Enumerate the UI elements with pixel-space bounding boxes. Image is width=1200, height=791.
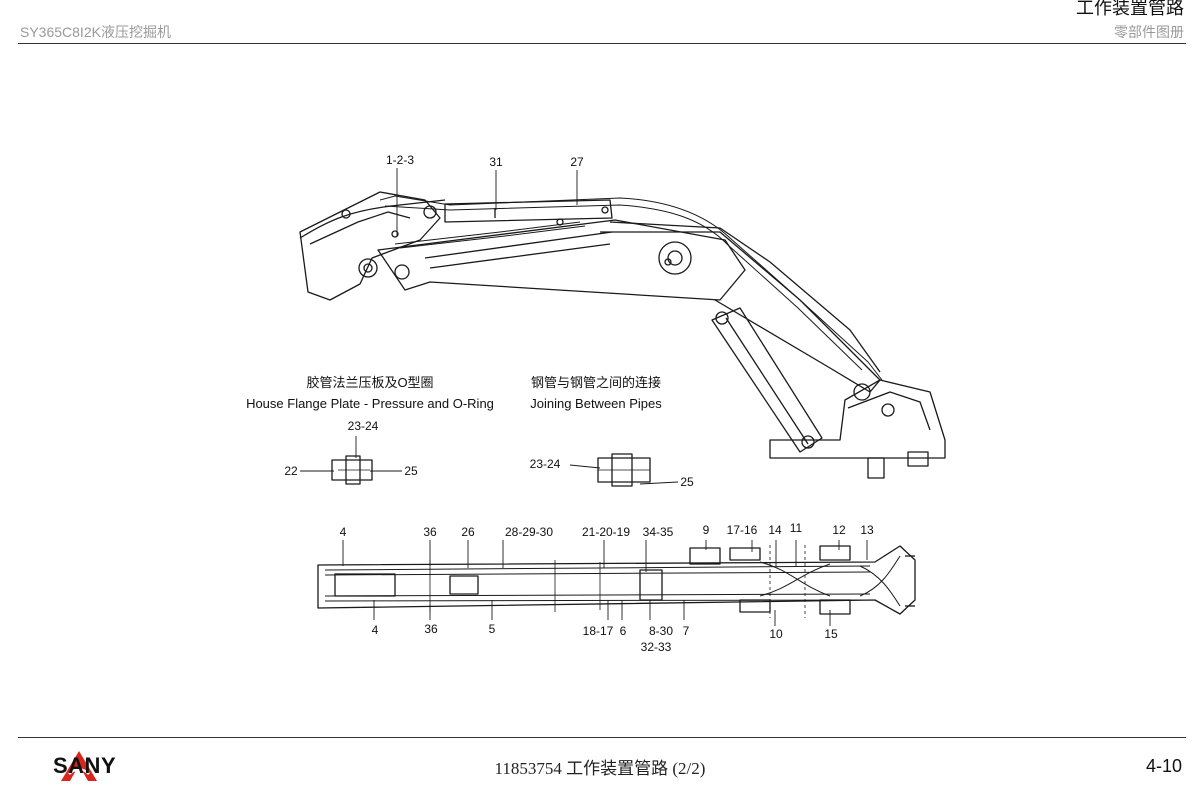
callout-label: 36 <box>423 525 437 539</box>
callout-label: 25 <box>680 475 694 489</box>
side-view-diagram <box>299 168 946 479</box>
footer-rule <box>18 737 1186 738</box>
callout-label: 8-30 <box>649 624 673 638</box>
callout-label: 18-17 <box>583 624 614 638</box>
callout-label: 32-33 <box>641 640 672 654</box>
page-number: 4-10 <box>1145 756 1182 776</box>
pipes-caption-en: Joining Between Pipes <box>530 396 662 411</box>
callout-label: 23-24 <box>530 457 561 471</box>
flange-detail-diagram <box>300 436 402 485</box>
callout-label: 11 <box>790 521 803 535</box>
callout-label: 21-20-19 <box>582 525 630 539</box>
callout-label: 28-29-30 <box>505 525 553 539</box>
callout-label: 4 <box>340 525 347 539</box>
callout-label: 26 <box>461 525 475 539</box>
callout-label: 7 <box>683 624 690 638</box>
pipe-joint-detail-diagram <box>569 453 679 487</box>
callout-label: 14 <box>768 523 782 537</box>
callout-label: 9 <box>703 523 710 537</box>
callout-label: 6 <box>620 624 627 638</box>
callout-label: 12 <box>832 523 846 537</box>
callout-label: 34-35 <box>643 525 674 539</box>
callout-label: 36 <box>424 622 438 636</box>
pipes-caption-cn: 钢管与钢管之间的连接 <box>531 375 661 390</box>
callout-label: 31 <box>489 155 503 169</box>
flange-caption-en: House Flange Plate - Pressure and O-Ring <box>246 396 494 411</box>
callout-label: 15 <box>824 627 838 641</box>
brand-name: SANY <box>53 753 117 778</box>
header-section-title: 工作装置管路 <box>1076 0 1184 18</box>
sany-logo-icon <box>61 751 97 781</box>
callout-label: 23-24 <box>348 419 379 433</box>
callout-label: 17-16 <box>727 523 758 537</box>
flange-caption-cn: 胶管法兰压板及O型圈 <box>306 375 433 390</box>
top-view-diagram <box>317 540 916 626</box>
callout-label: 25 <box>404 464 418 478</box>
header-catalog: 零部件图册 <box>1114 24 1184 40</box>
callout-label: 5 <box>489 622 496 636</box>
header-model: SY365C8I2K液压挖掘机 <box>20 24 171 40</box>
callout-label: 13 <box>860 523 874 537</box>
header-rule <box>18 43 1186 44</box>
callout-label: 10 <box>769 627 783 641</box>
callout-label: 4 <box>372 623 379 637</box>
callout-label: 27 <box>570 155 584 169</box>
callout-label: 22 <box>284 464 298 478</box>
document-title: 11853754 工作装置管路 (2/2) <box>494 759 706 778</box>
callout-label: 1-2-3 <box>386 153 414 167</box>
